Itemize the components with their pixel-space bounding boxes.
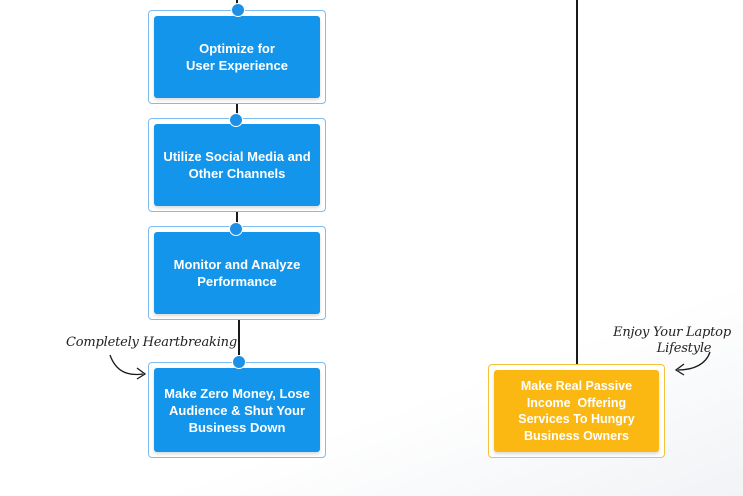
curved-arrow-right-head	[674, 363, 685, 376]
annotation-line: Lifestyle	[656, 341, 712, 356]
node-passive-income-body: Make Real Passive Income Offering Servic…	[494, 370, 659, 452]
node-optimize-ux[interactable]: Optimize for User Experience	[148, 10, 326, 104]
node-text-line: Make Zero Money, Lose	[164, 385, 310, 401]
node-zero-money-body: Make Zero Money, Lose Audience & Shut Yo…	[154, 368, 320, 452]
node-passive-income[interactable]: Make Real Passive Income Offering Servic…	[488, 364, 665, 458]
node-text-line: Income Offering	[526, 395, 627, 410]
node-optimize-ux-body: Optimize for User Experience	[154, 16, 320, 98]
node-text-line: Performance	[197, 274, 277, 289]
node-text-line: Other Channels	[188, 166, 286, 181]
port-dot	[231, 3, 245, 17]
node-social-media[interactable]: Utilize Social Media and Other Channels	[148, 118, 326, 212]
node-text-line: Services To Hungry	[518, 412, 635, 426]
node-text-line: Monitor and Analyze	[173, 257, 301, 272]
node-text-line: Audience & Shut Your	[168, 402, 306, 418]
node-text-line: Utilize Social Media and	[163, 149, 311, 164]
node-text-line: Business Down	[188, 419, 286, 435]
curved-arrow-left	[109, 354, 144, 376]
annotation-laptop-lifestyle: Enjoy Your Laptop Lifestyle	[606, 325, 738, 357]
curved-arrow-right	[677, 351, 711, 371]
port-dot	[229, 222, 243, 236]
port-dot	[229, 113, 243, 127]
node-text-line: Business Owners	[524, 428, 629, 443]
node-social-media-body: Utilize Social Media and Other Channels	[154, 124, 320, 206]
node-text-line: User Experience	[186, 58, 288, 73]
node-monitor-analyze-body: Monitor and Analyze Performance	[154, 232, 320, 314]
curved-arrow-left-head	[136, 367, 147, 380]
node-text-line: Make Real Passive	[520, 379, 633, 393]
node-monitor-analyze[interactable]: Monitor and Analyze Performance	[148, 226, 326, 320]
node-text-line: Optimize for	[199, 41, 275, 56]
node-zero-money[interactable]: Make Zero Money, Lose Audience & Shut Yo…	[148, 362, 326, 458]
annotation-line: Enjoy Your Laptop	[613, 325, 731, 340]
port-dot	[232, 355, 246, 369]
annotation-completely-heartbreaking: Completely Heartbreaking	[66, 335, 237, 350]
